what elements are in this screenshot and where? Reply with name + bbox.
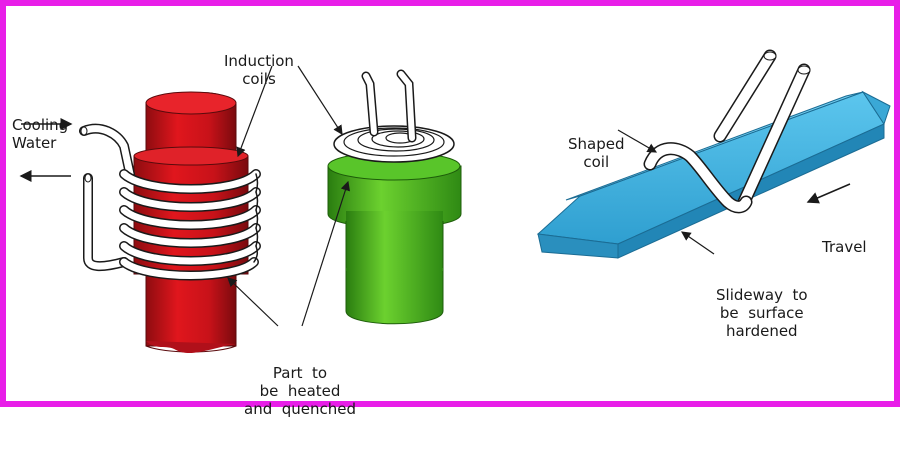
helical-induction-coil: [79, 123, 261, 281]
shaped-coil: [643, 49, 811, 214]
label-travel: Travel: [822, 238, 867, 256]
pancake-induction-coil: [333, 69, 455, 163]
green-part: [327, 151, 462, 325]
arrow-left-icon: [806, 183, 851, 204]
leader-lines: [227, 65, 715, 327]
induction-hardening-illustration: [19, 49, 891, 354]
